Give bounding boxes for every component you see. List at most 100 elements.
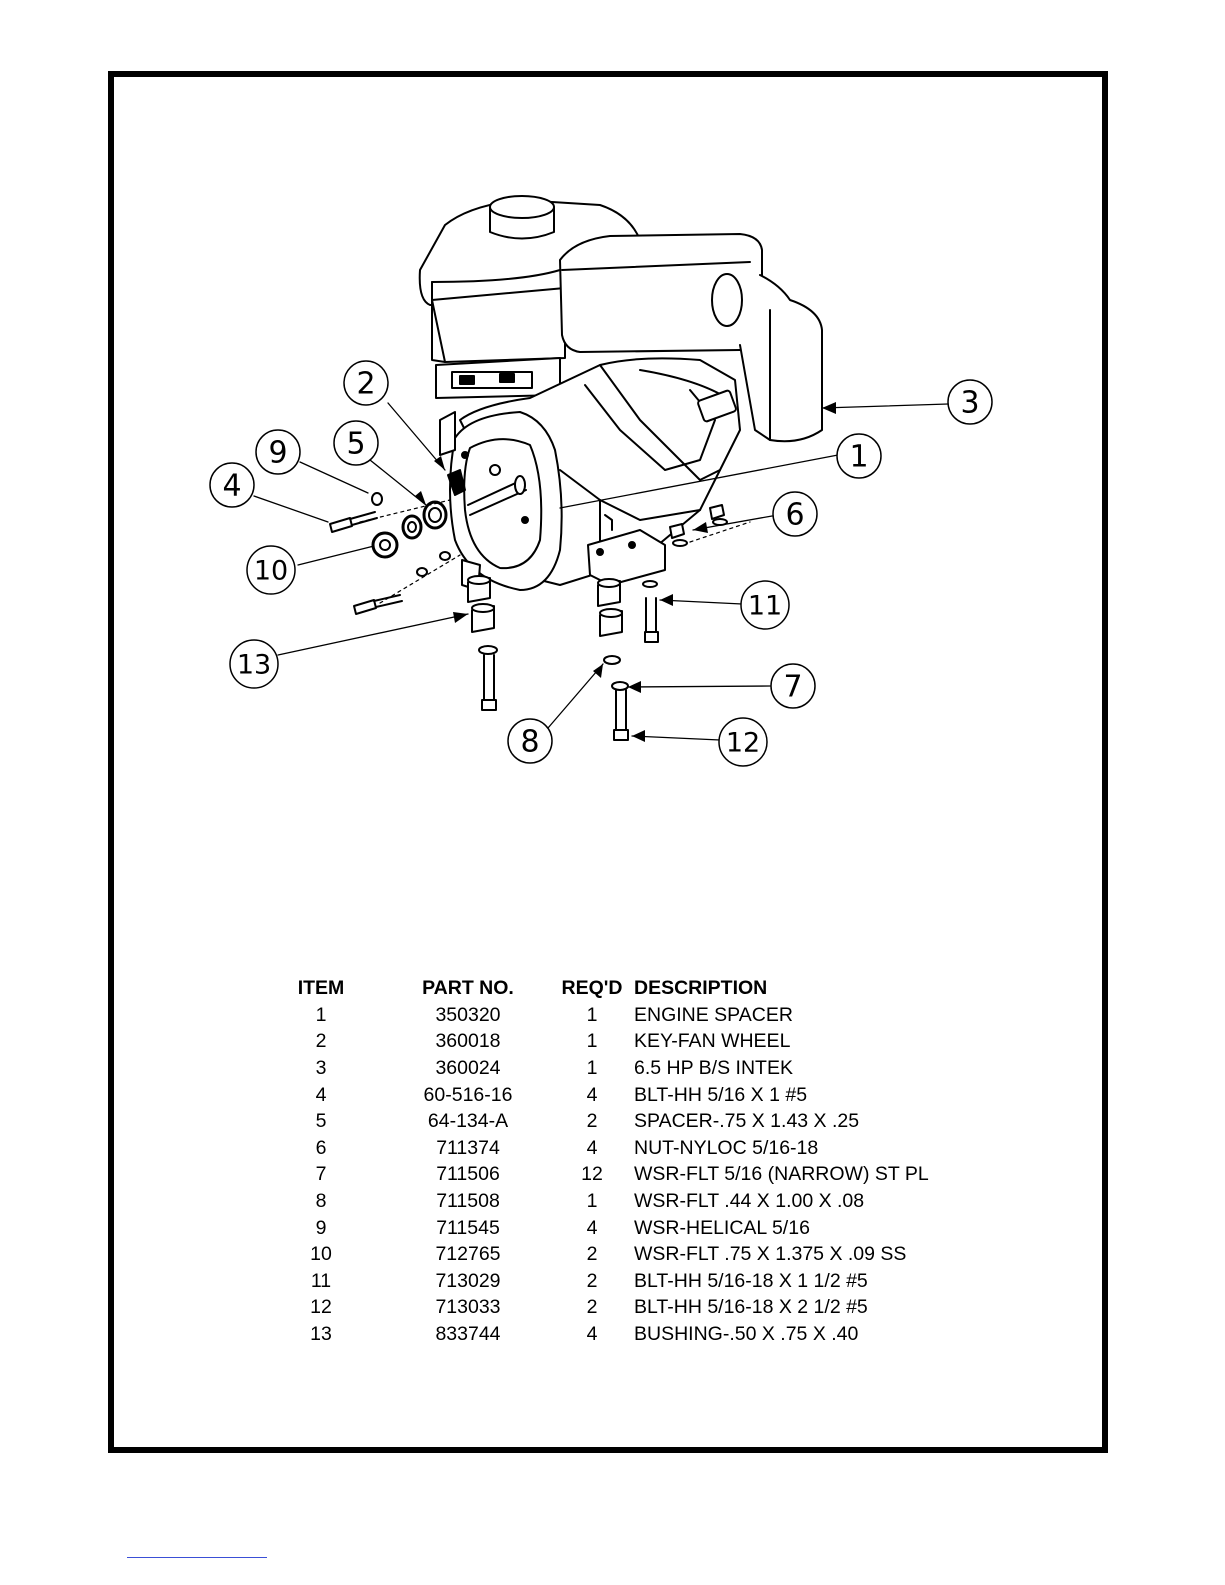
part-no-cell: 712765 <box>435 1243 501 1266</box>
callout-label-3: 3 <box>960 386 979 421</box>
item-cell: 12 <box>310 1296 332 1319</box>
callout-2 <box>343 360 389 406</box>
part-no-cell: 711374 <box>436 1136 500 1159</box>
table-row: 4 60-516-16 4 BLT-HH 5/16 X 1 #5 <box>290 1082 974 1109</box>
callout-10 <box>246 545 296 595</box>
item-cell: 7 <box>315 1163 327 1186</box>
part-no-cell: 360018 <box>435 1030 501 1053</box>
reqd-cell: 1 <box>586 1189 598 1212</box>
table-row: 8 711508 1 WSR-FLT .44 X 1.00 X .08 <box>290 1188 974 1215</box>
table-row: 1 350320 1 ENGINE SPACER <box>290 1002 974 1029</box>
description-cell: BUSHING-.50 X .75 X .40 <box>634 1322 859 1345</box>
callout-8 <box>507 718 553 764</box>
table-row: 5 64-134-A 2 SPACER-.75 X 1.43 X .25 <box>290 1108 974 1135</box>
header-item: ITEM <box>297 977 345 999</box>
engine-illustration <box>418 195 823 591</box>
callout-label-13: 13 <box>237 650 271 681</box>
reqd-cell: 4 <box>586 1136 598 1159</box>
item-cell: 9 <box>315 1216 327 1239</box>
table-row: 7 711506 12 WSR-FLT 5/16 (NARROW) ST PL <box>290 1162 974 1189</box>
callout-label-6: 6 <box>785 498 804 533</box>
part-no-cell: 713033 <box>435 1296 501 1319</box>
callout-9 <box>255 429 301 475</box>
callout-4 <box>209 462 255 508</box>
callout-label-9: 9 <box>268 436 287 471</box>
description-cell: BLT-HH 5/16-18 X 1 1/2 #5 <box>634 1269 868 1292</box>
callout-11 <box>740 580 790 630</box>
leader-arrowheads <box>415 402 836 742</box>
description-cell: WSR-HELICAL 5/16 <box>634 1216 810 1239</box>
callout-12 <box>718 717 768 767</box>
reqd-cell: 1 <box>586 1030 598 1053</box>
table-row: 13 833744 4 BUSHING-.50 X .75 X .40 <box>290 1321 974 1348</box>
part-no-cell: 711506 <box>436 1163 500 1186</box>
table-row: 9 711545 4 WSR-HELICAL 5/16 <box>290 1215 974 1242</box>
callout-label-4: 4 <box>222 469 241 504</box>
part-no-cell: 360024 <box>435 1056 501 1079</box>
callout-1 <box>836 433 882 479</box>
callout-13 <box>229 639 279 689</box>
part-no-cell: 350320 <box>435 1003 501 1026</box>
callout-3 <box>947 379 993 425</box>
header-reqd: REQ'D <box>561 977 623 999</box>
reqd-cell: 4 <box>586 1216 598 1239</box>
callout-label-7: 7 <box>783 670 802 705</box>
part-no-cell: 711545 <box>436 1216 500 1239</box>
callout-6 <box>772 491 818 537</box>
callout-label-8: 8 <box>520 725 539 760</box>
part-no-cell: 833744 <box>435 1322 501 1345</box>
fasteners <box>329 492 751 741</box>
item-cell: 1 <box>315 1003 327 1026</box>
parts-table-header: ITEM PART NO. REQ'D DESCRIPTION <box>290 975 974 1002</box>
part-no-cell: 60-516-16 <box>423 1083 513 1106</box>
item-cell: 13 <box>310 1322 332 1345</box>
description-cell: ENGINE SPACER <box>634 1003 793 1026</box>
description-cell: SPACER-.75 X 1.43 X .25 <box>634 1110 860 1133</box>
callout-label-5: 5 <box>346 427 365 462</box>
item-cell: 8 <box>315 1189 327 1212</box>
reqd-cell: 4 <box>586 1083 598 1106</box>
description-cell: 6.5 HP B/S INTEK <box>634 1056 793 1079</box>
reqd-cell: 2 <box>586 1296 598 1319</box>
exploded-assembly-drawing: 1 2 3 4 5 6 7 8 9 10 11 12 13 <box>209 195 993 767</box>
description-cell: BLT-HH 5/16-18 X 2 1/2 #5 <box>634 1296 868 1319</box>
part-no-cell: 713029 <box>435 1269 501 1292</box>
part-no-cell: 64-134-A <box>427 1110 509 1133</box>
callout-label-12: 12 <box>726 728 760 759</box>
description-cell: NUT-NYLOC 5/16-18 <box>634 1136 819 1159</box>
header-description: DESCRIPTION <box>634 977 768 999</box>
reqd-cell: 1 <box>586 1003 598 1026</box>
callout-bubbles <box>209 360 993 767</box>
item-cell: 3 <box>315 1056 327 1079</box>
description-cell: WSR-FLT .75 X 1.375 X .09 SS <box>634 1243 907 1266</box>
callout-label-2: 2 <box>356 367 375 402</box>
callout-label-10: 10 <box>254 556 288 587</box>
table-row: 10 712765 2 WSR-FLT .75 X 1.375 X .09 SS <box>290 1241 974 1268</box>
callout-7 <box>770 663 816 709</box>
callout-label-1: 1 <box>849 440 868 475</box>
item-cell: 11 <box>310 1269 332 1292</box>
description-cell: WSR-FLT 5/16 (NARROW) ST PL <box>634 1163 929 1186</box>
description-cell: WSR-FLT .44 X 1.00 X .08 <box>634 1189 865 1212</box>
reqd-cell: 1 <box>586 1056 598 1079</box>
reqd-cell: 2 <box>586 1110 598 1133</box>
item-cell: 2 <box>315 1030 327 1053</box>
callout-5 <box>333 420 379 466</box>
reqd-cell: 12 <box>581 1163 603 1186</box>
item-cell: 10 <box>310 1243 332 1266</box>
reqd-cell: 4 <box>586 1322 598 1345</box>
table-row: 12 713033 2 BLT-HH 5/16-18 X 2 1/2 #5 <box>290 1295 974 1322</box>
reqd-cell: 2 <box>586 1269 598 1292</box>
reqd-cell: 2 <box>586 1243 598 1266</box>
item-cell: 6 <box>315 1136 327 1159</box>
table-row: 6 711374 4 NUT-NYLOC 5/16-18 <box>290 1135 974 1162</box>
page-border <box>108 71 1108 1453</box>
item-cell: 5 <box>315 1110 327 1133</box>
table-row: 11 713029 2 BLT-HH 5/16-18 X 1 1/2 #5 <box>290 1268 974 1295</box>
item-cell: 4 <box>315 1083 327 1106</box>
table-row: 3 360024 1 6.5 HP B/S INTEK <box>290 1055 974 1082</box>
part-no-cell: 711508 <box>436 1189 500 1212</box>
description-cell: BLT-HH 5/16 X 1 #5 <box>634 1083 808 1106</box>
